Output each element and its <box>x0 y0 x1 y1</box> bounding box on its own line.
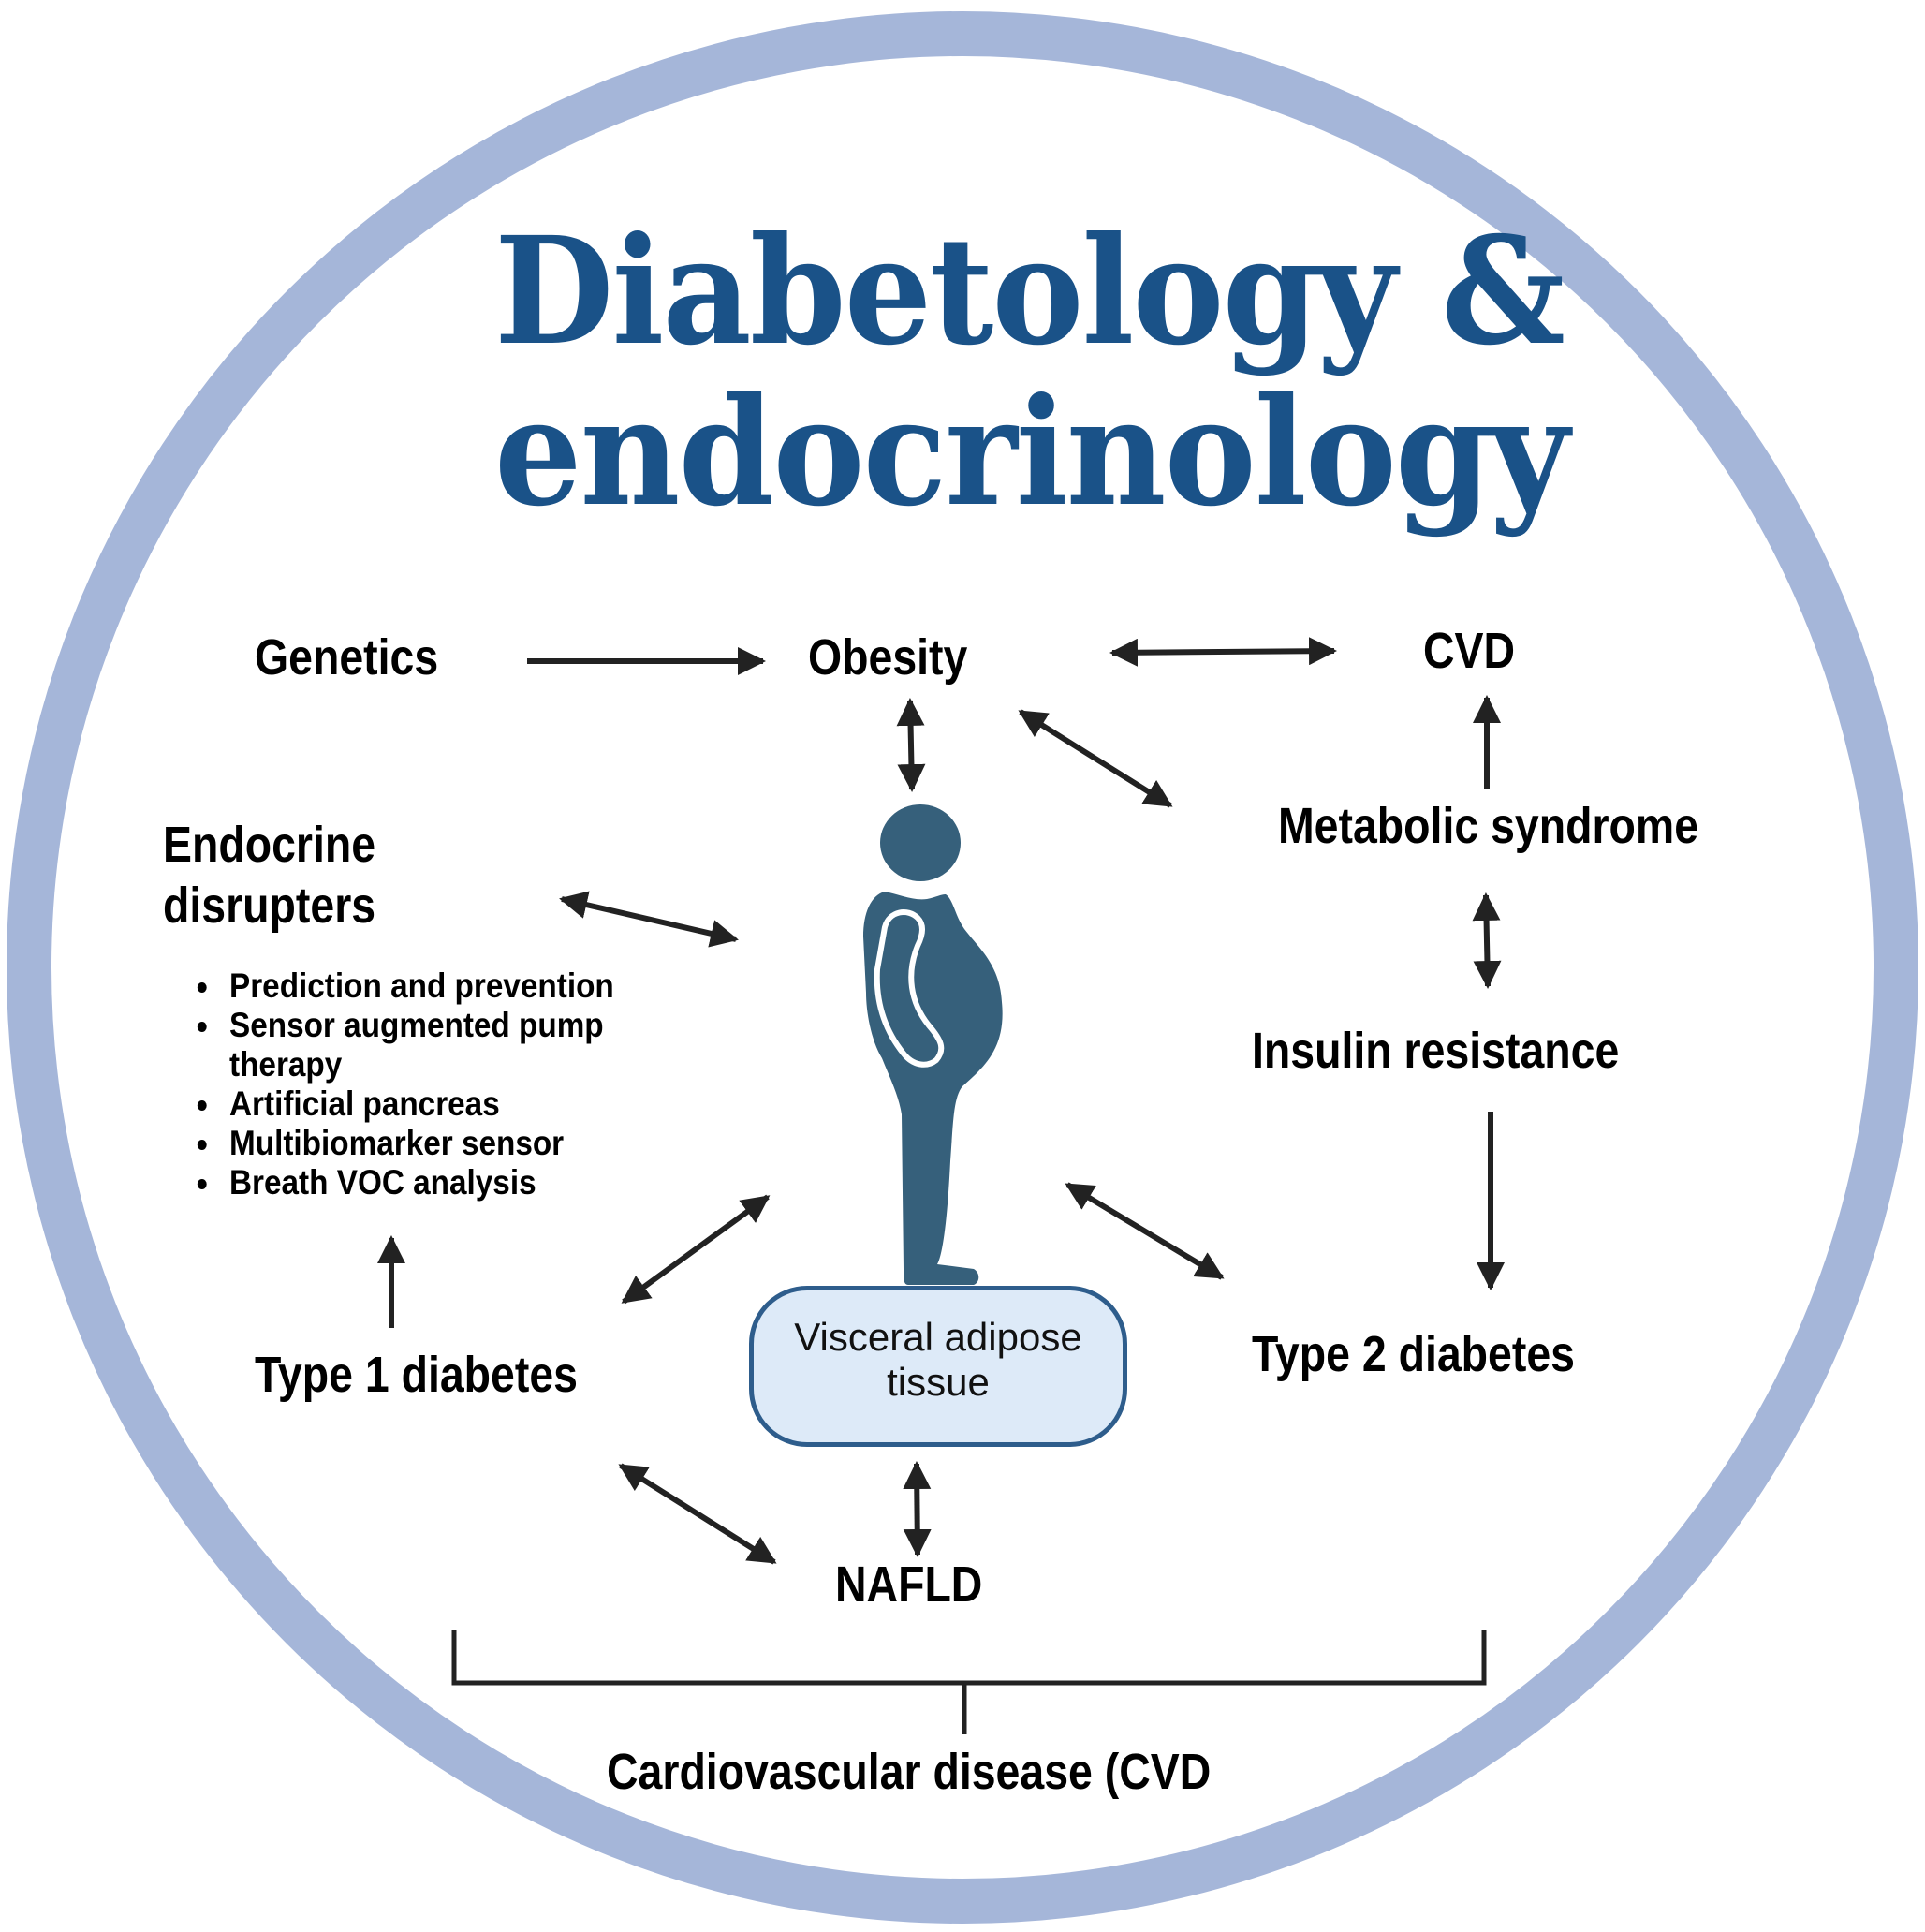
node-genetics: Genetics <box>255 629 439 686</box>
arrow-type1-nafld <box>618 1463 777 1565</box>
arrow-obesity-figure <box>896 698 926 792</box>
arrow-obesity-cvd <box>1109 637 1337 667</box>
node-type2-diabetes: Type 2 diabetes <box>1252 1326 1575 1382</box>
visceral-adipose-tissue-box: Visceral adipose tissue <box>749 1286 1127 1447</box>
node-obesity: Obesity <box>808 629 968 686</box>
vat-line-2: tissue <box>887 1360 990 1404</box>
node-insulin-resistance: Insulin resistance <box>1252 1023 1620 1079</box>
node-cvd-full: Cardiovascular disease (CVD <box>607 1744 1212 1800</box>
arrow-type1-figure <box>621 1194 771 1305</box>
obese-person-icon <box>863 804 1003 1285</box>
node-endocrine-line1: Endocrine <box>163 817 376 873</box>
title-line-2: endocrinology <box>494 366 1569 539</box>
arrow-endocrine-figure <box>559 891 739 948</box>
cvd-bracket <box>451 1630 1487 1734</box>
bullet-item: Sensor augmented pump <box>187 1006 614 1045</box>
bullet-item: Artificial pancreas <box>187 1084 614 1124</box>
node-metabolic-syndrome: Metabolic syndrome <box>1278 798 1699 854</box>
node-cvd: CVD <box>1423 623 1516 679</box>
bullet-item: Breath VOC analysis <box>187 1163 614 1202</box>
arrow-vat-nafld <box>903 1461 932 1557</box>
title-line-1: Diabetology & <box>494 205 1565 378</box>
vat-line-1: Visceral adipose <box>794 1315 1082 1359</box>
node-nafld: NAFLD <box>835 1556 983 1613</box>
node-type1-diabetes: Type 1 diabetes <box>255 1347 578 1403</box>
arrow-obesity-metabolic <box>1018 709 1173 808</box>
bullet-item: Multibiomarker sensor <box>187 1124 614 1163</box>
arrow-figure-type2 <box>1065 1182 1225 1280</box>
outer-ring <box>7 11 1918 1924</box>
bullet-item-continuation: therapy <box>229 1045 343 1084</box>
bullet-item: Prediction and prevention <box>187 966 614 1006</box>
node-endocrine-line2: disrupters <box>163 878 376 934</box>
arrow-metabolic-insulin <box>1472 892 1502 989</box>
endocrine-bullet-list: Prediction and prevention Sensor augment… <box>187 966 614 1202</box>
